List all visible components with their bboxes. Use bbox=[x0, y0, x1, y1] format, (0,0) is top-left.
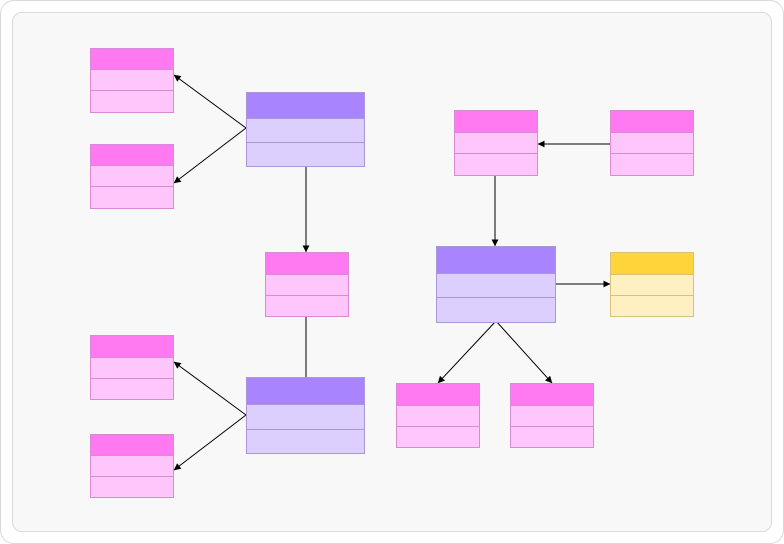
class-section bbox=[247, 430, 364, 453]
class-section bbox=[247, 119, 364, 143]
right-top-class-a[interactable] bbox=[454, 110, 538, 176]
left-top-class-b[interactable] bbox=[90, 144, 174, 209]
class-header bbox=[247, 93, 364, 119]
connector-right-center-class-to-right-bottom-class-b bbox=[495, 320, 553, 384]
lower-center-class[interactable] bbox=[246, 377, 365, 454]
upper-center-class[interactable] bbox=[246, 92, 365, 167]
class-header bbox=[437, 247, 555, 274]
connector-upper-center-class-to-left-top-class-b bbox=[173, 127, 247, 184]
class-section bbox=[91, 166, 173, 187]
class-section bbox=[511, 427, 593, 447]
class-section bbox=[611, 296, 693, 316]
class-header bbox=[266, 253, 348, 275]
connector-layer bbox=[173, 74, 611, 471]
class-section bbox=[247, 143, 364, 166]
class-section bbox=[91, 456, 173, 477]
class-section bbox=[397, 427, 479, 447]
class-section bbox=[455, 154, 537, 175]
connector-right-center-class-to-right-bottom-class-a bbox=[437, 320, 497, 384]
class-header bbox=[91, 435, 173, 456]
class-section bbox=[91, 187, 173, 208]
class-section bbox=[611, 133, 693, 154]
class-header bbox=[91, 49, 173, 70]
class-section bbox=[91, 379, 173, 399]
connector-lower-center-class-to-left-bottom-class-b bbox=[173, 414, 247, 471]
class-header bbox=[247, 378, 364, 405]
class-section bbox=[611, 275, 693, 296]
class-section bbox=[91, 477, 173, 497]
class-header bbox=[511, 384, 593, 406]
class-header bbox=[611, 253, 693, 275]
class-section bbox=[91, 358, 173, 379]
connector-lower-center-class-to-left-bottom-class-a bbox=[173, 361, 247, 416]
right-top-class-b[interactable] bbox=[610, 110, 694, 176]
left-bottom-class-a[interactable] bbox=[90, 335, 174, 400]
right-bottom-class-b[interactable] bbox=[510, 383, 594, 448]
class-header bbox=[91, 145, 173, 166]
class-section bbox=[611, 154, 693, 175]
class-section bbox=[455, 133, 537, 154]
class-section bbox=[247, 405, 364, 430]
class-header bbox=[397, 384, 479, 406]
right-center-class[interactable] bbox=[436, 246, 556, 323]
class-section bbox=[91, 91, 173, 112]
class-section bbox=[437, 298, 555, 322]
class-header bbox=[455, 111, 537, 133]
connector-upper-center-class-to-left-top-class-a bbox=[173, 74, 247, 129]
class-header bbox=[611, 111, 693, 133]
class-section bbox=[511, 406, 593, 427]
class-section bbox=[91, 70, 173, 91]
left-bottom-class-b[interactable] bbox=[90, 434, 174, 498]
right-bottom-class-a[interactable] bbox=[396, 383, 480, 448]
right-yellow-class[interactable] bbox=[610, 252, 694, 317]
middle-center-class[interactable] bbox=[265, 252, 349, 317]
class-header bbox=[91, 336, 173, 358]
left-top-class-a[interactable] bbox=[90, 48, 174, 113]
class-section bbox=[397, 406, 479, 427]
class-section bbox=[266, 296, 348, 316]
class-section bbox=[437, 274, 555, 298]
class-section bbox=[266, 275, 348, 296]
diagram-canvas[interactable] bbox=[12, 12, 772, 532]
